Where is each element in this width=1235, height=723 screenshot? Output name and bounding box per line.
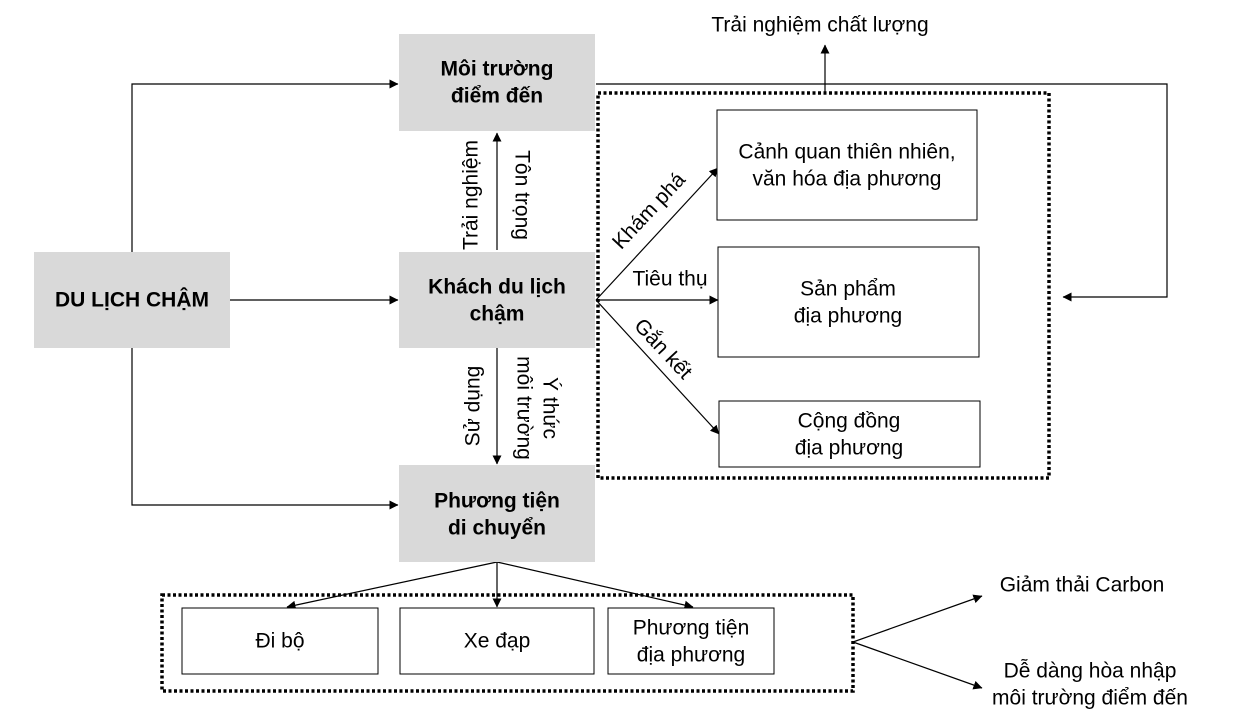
bicycle-node: Xe đạp	[399, 607, 595, 675]
slow-tourist-label-line2: chậm	[470, 303, 525, 326]
arrow-to-integration	[852, 641, 983, 690]
arrow-to-community	[595, 299, 720, 435]
products-label-line1: Sản phẩm	[800, 278, 896, 301]
arrow-destination-loop	[596, 83, 1168, 302]
connectors	[131, 44, 1168, 690]
arrow-slow-to-destination	[131, 79, 399, 252]
local-products-node: Sản phẩm địa phương	[717, 246, 980, 358]
edge-label-respect: Tôn trọng	[511, 150, 534, 240]
outcome-integration-line2: môi trường điểm đến	[992, 687, 1188, 710]
outcome-carbon-reduction: Giảm thải Carbon	[1000, 574, 1165, 597]
products-label-line2: địa phương	[794, 305, 902, 328]
bicycle-label: Xe đạp	[464, 630, 531, 653]
landscape-label-line2: văn hóa địa phương	[753, 168, 942, 191]
destination-elements-group	[596, 91, 1051, 480]
community-label-line2: địa phương	[795, 437, 903, 460]
edge-label-env-awareness-line2: môi trường	[513, 356, 536, 460]
transport-options-group	[160, 593, 855, 693]
outcome-integration-line1: Dễ dàng hòa nhập	[1004, 660, 1177, 683]
walking-node: Đi bộ	[181, 607, 379, 675]
transport-label-line1: Phương tiện	[434, 490, 560, 513]
arrow-to-carbon	[852, 594, 983, 643]
local-transport-label-line1: Phương tiện	[633, 617, 750, 640]
destination-env-label-line1: Môi trường	[441, 58, 554, 81]
edge-label-use: Sử dụng	[462, 366, 485, 447]
community-label-line1: Cộng đồng	[798, 410, 901, 433]
landscape-label-line1: Cảnh quan thiên nhiên,	[738, 141, 955, 164]
landscape-culture-node: Cảnh quan thiên nhiên, văn hóa địa phươn…	[716, 109, 978, 221]
local-community-node: Cộng đồng địa phương	[718, 400, 981, 468]
arrow-to-walking	[286, 561, 498, 610]
destination-env-label-line2: điểm đến	[451, 85, 543, 108]
transport-node: Phương tiện di chuyển	[399, 465, 595, 562]
transport-label-line2: di chuyển	[448, 517, 546, 540]
slow-tourist-node: Khách du lịch chậm	[399, 252, 595, 348]
arrow-to-landscape	[595, 167, 719, 301]
local-transport-node: Phương tiện địa phương	[607, 607, 775, 675]
edge-label-env-awareness-line1: Ý thức	[539, 377, 562, 439]
edge-label-consume: Tiêu thụ	[632, 268, 707, 291]
slow-tourist-label-line1: Khách du lịch	[428, 276, 566, 299]
outcome-quality-experience: Trải nghiệm chất lượng	[711, 14, 928, 37]
slow-tourism-node: DU LỊCH CHẬM	[34, 252, 230, 348]
arrow-slow-to-transport	[131, 348, 399, 510]
arrow-to-local-transport	[496, 561, 694, 610]
local-transport-label-line2: địa phương	[637, 644, 745, 667]
destination-environment-node: Môi trường điểm đến	[399, 34, 595, 131]
edge-label-experience: Trải nghiệm	[460, 140, 483, 250]
walking-label: Đi bộ	[255, 630, 304, 653]
slow-tourism-label: DU LỊCH CHẬM	[55, 288, 209, 312]
